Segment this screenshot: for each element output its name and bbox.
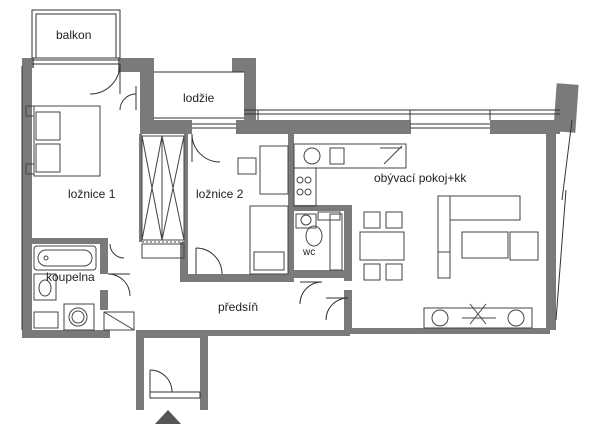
room-label-balkon: balkon bbox=[56, 28, 92, 42]
wall-bottom-living bbox=[350, 328, 550, 334]
bathroom-fixtures bbox=[33, 245, 135, 331]
windows bbox=[21, 66, 573, 330]
wardrobes bbox=[141, 135, 186, 259]
room-label-loznice-1: ložnice 1 bbox=[68, 187, 116, 201]
doors bbox=[89, 63, 349, 399]
exterior-walls bbox=[22, 58, 579, 410]
wc-fixtures bbox=[295, 211, 343, 271]
balcony bbox=[31, 9, 121, 65]
bed-2 bbox=[237, 145, 289, 275]
room-label-lodzie: lodžie bbox=[183, 91, 215, 105]
room-label-predsin: předsíň bbox=[218, 300, 259, 314]
wall-right bbox=[546, 130, 556, 330]
wall-top-living bbox=[236, 120, 411, 134]
entrance-arrow bbox=[155, 410, 181, 424]
wall-left bbox=[22, 58, 32, 336]
sofa-group bbox=[437, 195, 539, 279]
room-label-loznice-2: ložnice 2 bbox=[196, 187, 244, 201]
room-label-wc: wc bbox=[303, 247, 316, 258]
lodzie-area bbox=[154, 71, 560, 120]
bed-1 bbox=[25, 105, 101, 177]
interior-walls bbox=[32, 134, 352, 330]
room-label-koupelna: koupelna bbox=[46, 270, 95, 284]
tv-unit bbox=[423, 303, 533, 329]
dining-set bbox=[359, 211, 405, 281]
wall-bottom-left bbox=[22, 330, 100, 338]
wall-top-center bbox=[118, 58, 154, 72]
kitchen bbox=[293, 143, 407, 207]
room-label-obyvaci-pokoj: obývací pokoj+kk bbox=[374, 171, 467, 185]
